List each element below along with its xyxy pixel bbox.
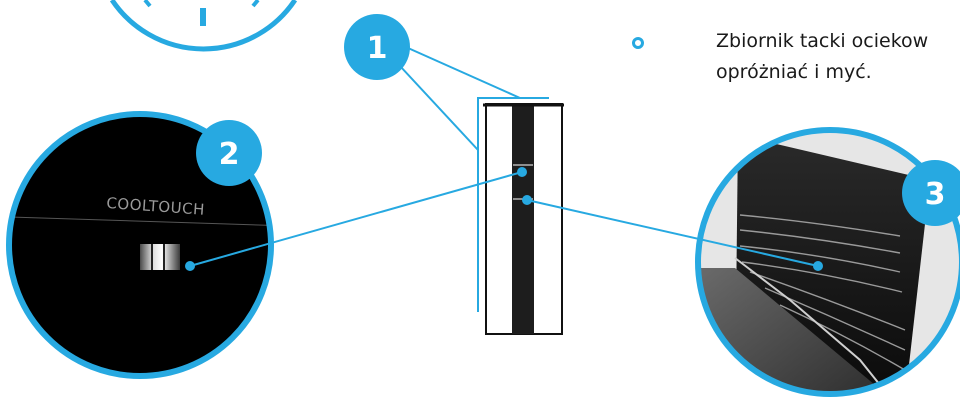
leader-lines bbox=[189, 171, 819, 267]
top-partial-circle bbox=[109, 0, 298, 52]
cooltouch-cool-text: COOL bbox=[106, 194, 152, 215]
appliance-front bbox=[483, 103, 564, 335]
instruction-note: Zbiornik tacki ociekow opróżniać i myć. bbox=[716, 26, 960, 88]
svg-text:2: 2 bbox=[219, 137, 240, 172]
bullet-icon bbox=[632, 37, 644, 49]
callout-badge-2: 2 bbox=[196, 120, 262, 186]
cooltouch-touch-text: TOUCH bbox=[147, 197, 205, 219]
callout-badge-3: 3 bbox=[902, 160, 960, 226]
svg-text:3: 3 bbox=[925, 177, 946, 212]
svg-text:COOLTOUCH: COOLTOUCH bbox=[106, 194, 206, 219]
cooltouch-grill bbox=[140, 244, 180, 270]
leader-dots bbox=[185, 167, 823, 271]
svg-text:1: 1 bbox=[367, 31, 388, 66]
note-line-2: opróżniać i myć. bbox=[716, 61, 872, 83]
detail-drip-tray bbox=[695, 127, 960, 397]
note-line-1: Zbiornik tacki ociekow bbox=[716, 30, 929, 52]
callout-1-bracket bbox=[399, 47, 549, 312]
callout-badge-1: 1 bbox=[344, 14, 410, 80]
